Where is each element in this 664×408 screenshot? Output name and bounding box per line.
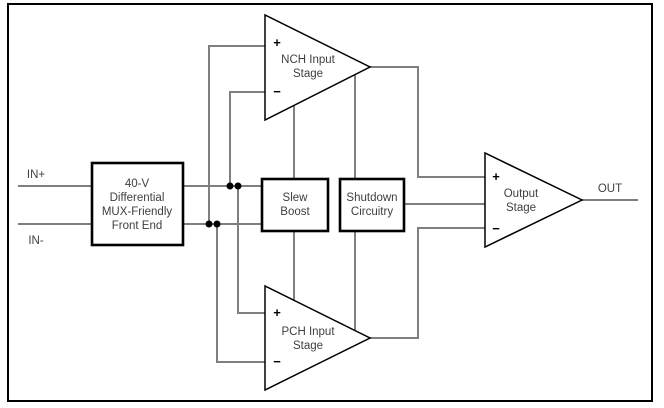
output-plus-sign: + [492,169,500,184]
nch-minus-sign: − [273,84,281,99]
junction-dot [206,221,213,228]
nch-label-line1: NCH Input [281,54,335,66]
pch-plus-sign: + [273,305,281,320]
front-end-box [92,163,183,245]
out-label: OUT [598,183,622,195]
slew-boost-block: Slew Boost [262,179,328,231]
front-end-label-line2: Differential [110,192,165,204]
nch-label-line2: Stage [293,68,323,80]
pch-label-line1: PCH Input [281,326,335,338]
slew-boost-label-line2: Boost [280,206,310,218]
front-end-label-line1: 40-V [125,178,150,190]
pch-minus-sign: − [273,354,281,369]
junction-dot [227,183,234,190]
shutdown-label-line2: Circuitry [351,206,393,218]
output-label-line1: Output [504,188,539,200]
front-end-label-line4: Front End [112,220,163,232]
nch-plus-sign: + [273,35,281,50]
shutdown-circuitry-box [340,179,404,231]
output-label-line2: Stage [506,202,536,214]
shutdown-circuitry-block: Shutdown Circuitry [340,179,404,231]
front-end-block: 40-V Differential MUX-Friendly Front End [92,163,183,245]
in-plus-label: IN+ [27,169,46,181]
junction-dot [235,183,242,190]
pch-label-line2: Stage [293,340,323,352]
slew-boost-box [262,179,328,231]
slew-boost-label-line1: Slew [283,192,309,204]
output-minus-sign: − [492,221,500,236]
junction-dot [214,221,221,228]
front-end-label-line3: MUX-Friendly [102,206,173,218]
shutdown-label-line1: Shutdown [346,192,397,204]
in-minus-label: IN- [28,235,44,247]
